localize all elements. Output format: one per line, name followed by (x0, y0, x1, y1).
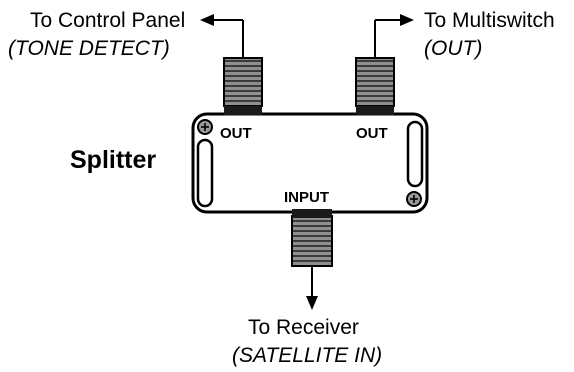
right-destination-label: To Multiswitch (424, 9, 555, 32)
left-out-port-label: OUT (220, 125, 252, 142)
arrow-right-icon (400, 14, 414, 26)
arrow-down-icon (306, 296, 318, 310)
input-port-label: INPUT (284, 189, 329, 206)
arrow-left-icon (200, 14, 214, 26)
right-out-port-label: OUT (356, 125, 388, 142)
bottom-destination-sublabel: (SATELLITE IN) (232, 344, 383, 367)
bottom-destination-label: To Receiver (248, 316, 359, 339)
splitter-body (191, 106, 429, 218)
left-destination-sublabel: (TONE DETECT) (8, 37, 170, 60)
input-connector (291, 215, 333, 310)
screw-icon (406, 191, 422, 207)
splitter-title: Splitter (70, 146, 157, 174)
right-out-connector (355, 14, 414, 107)
left-destination-label: To Control Panel (30, 9, 186, 32)
right-destination-sublabel: (OUT) (424, 37, 483, 60)
left-out-connector (200, 14, 263, 107)
screw-icon (197, 119, 213, 135)
